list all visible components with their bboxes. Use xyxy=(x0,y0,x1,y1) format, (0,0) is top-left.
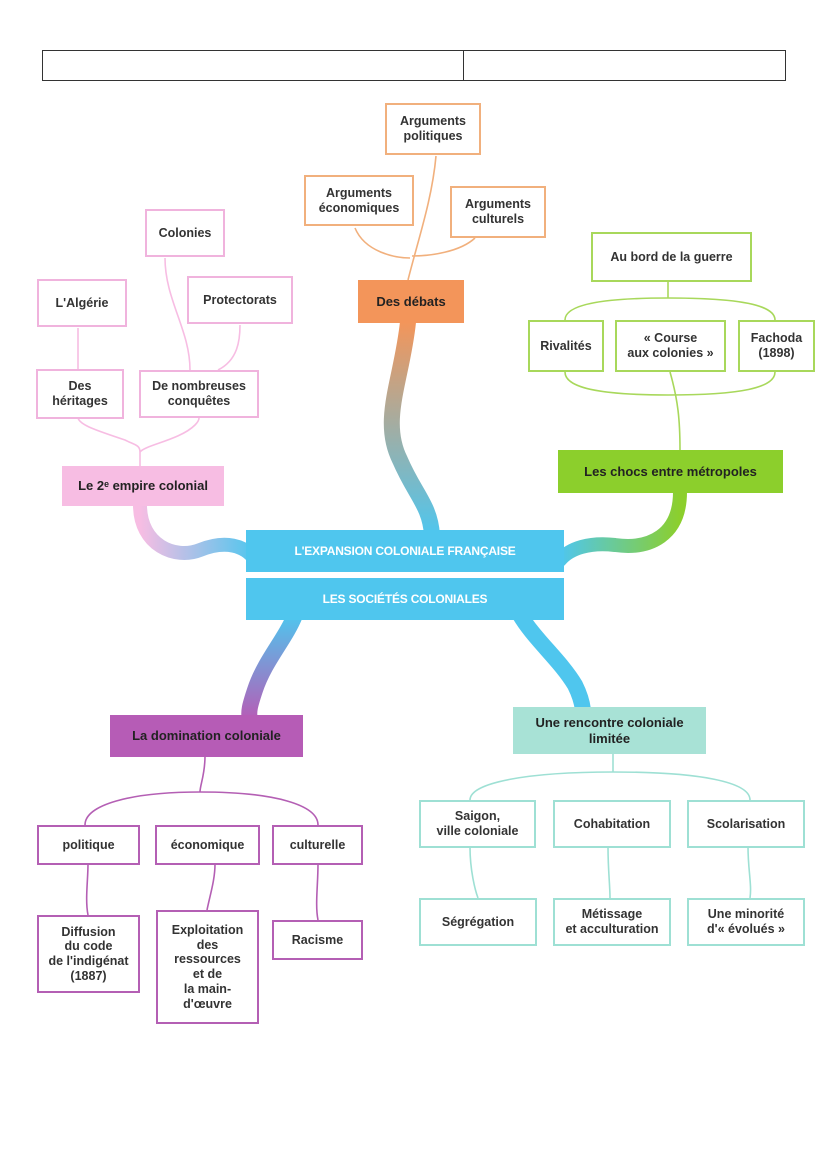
heading-chocs-metropoles: Les chocs entre métropoles xyxy=(558,450,783,493)
node-rivalites: Rivalités xyxy=(528,320,604,372)
branch-chocs xyxy=(553,485,687,567)
node-diffusion-code-indigenat: Diffusion du code de l'indigénat (1887) xyxy=(37,915,140,993)
node-metissage: Métissage et acculturation xyxy=(553,898,671,946)
node-segregation: Ségrégation xyxy=(419,898,537,946)
node-saigon: Saigon, ville coloniale xyxy=(419,800,536,848)
heading-rencontre-limitee: Une rencontre coloniale limitée xyxy=(513,707,706,754)
node-racisme: Racisme xyxy=(272,920,363,960)
heading-second-empire: Le 2ᵉ empire colonial xyxy=(62,466,224,506)
branch-empire xyxy=(133,498,262,567)
branch-debats xyxy=(383,314,440,543)
node-scolarisation: Scolarisation xyxy=(687,800,805,848)
node-cohabitation: Cohabitation xyxy=(553,800,671,848)
heading-domination-coloniale: La domination coloniale xyxy=(110,715,303,757)
links-rencontre xyxy=(469,753,752,899)
node-algerie: L'Algérie xyxy=(37,279,127,327)
node-exploitation-ressources: Exploitation des ressources et de la mai… xyxy=(156,910,259,1024)
node-fachoda: Fachoda (1898) xyxy=(738,320,815,372)
branch-rencontre xyxy=(512,607,591,718)
links-debats xyxy=(354,155,476,281)
node-heritages: Des héritages xyxy=(36,369,124,419)
node-minorite-evolues: Une minorité d'« évolués » xyxy=(687,898,805,946)
node-politique: politique xyxy=(37,825,140,865)
links-domination xyxy=(84,755,319,921)
node-protectorats: Protectorats xyxy=(187,276,293,324)
node-colonies: Colonies xyxy=(145,209,225,257)
center-title-societes: LES SOCIÉTÉS COLONIALES xyxy=(246,578,564,620)
node-arguments-economiques: Arguments économiques xyxy=(304,175,414,226)
links-chocs xyxy=(564,282,776,451)
node-culturelle: culturelle xyxy=(272,825,363,865)
links-empire xyxy=(77,257,241,466)
node-bord-guerre: Au bord de la guerre xyxy=(591,232,752,282)
heading-debats: Des débats xyxy=(358,280,464,323)
branch-domination xyxy=(241,607,303,728)
node-arguments-politiques: Arguments politiques xyxy=(385,103,481,155)
node-arguments-culturels: Arguments culturels xyxy=(450,186,546,238)
node-course-colonies: « Course aux colonies » xyxy=(615,320,726,372)
header-cell-right xyxy=(463,50,786,81)
node-conquetes: De nombreuses conquêtes xyxy=(139,370,259,418)
center-title-expansion: L'EXPANSION COLONIALE FRANÇAISE xyxy=(246,530,564,572)
node-economique: économique xyxy=(155,825,260,865)
